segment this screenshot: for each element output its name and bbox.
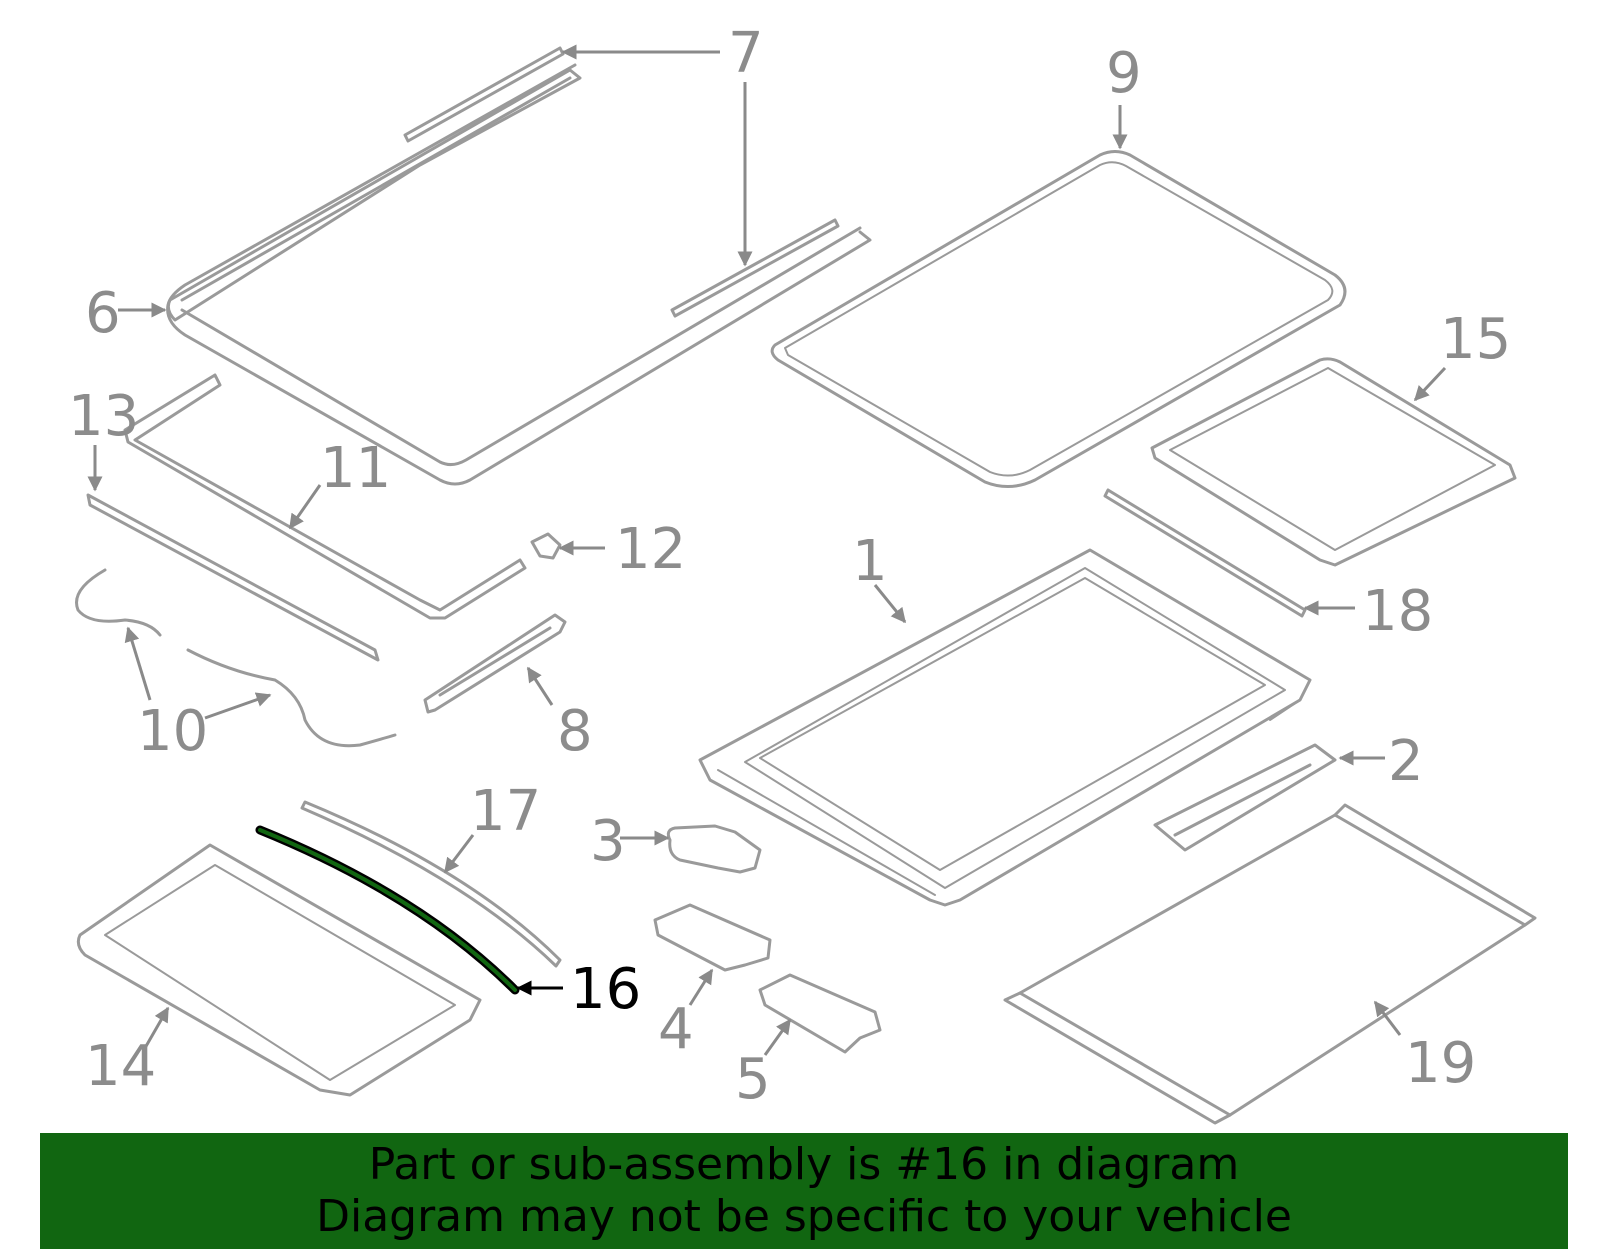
callout-17: 17 bbox=[470, 779, 541, 844]
callout-18: 18 bbox=[1362, 579, 1433, 644]
callout-12: 12 bbox=[615, 517, 686, 582]
part-1-frame bbox=[698, 548, 1312, 907]
part-6-glass-seal bbox=[166, 63, 872, 486]
part-5-module bbox=[758, 973, 882, 1054]
callout-16: 16 bbox=[570, 957, 641, 1022]
callout-2: 2 bbox=[1388, 729, 1424, 794]
banner-line-part: Part or sub-assembly is #16 in diagram bbox=[368, 1139, 1240, 1190]
info-banner: Part or sub-assembly is #16 in diagram D… bbox=[40, 1133, 1568, 1249]
part-8-guide bbox=[423, 613, 567, 714]
part-11-front-rail bbox=[123, 373, 527, 620]
part-9-rear-glass bbox=[770, 150, 1347, 488]
leader-lines bbox=[87, 44, 1447, 1056]
callout-1: 1 bbox=[852, 529, 888, 594]
callout-15: 15 bbox=[1440, 307, 1511, 372]
part-15-panel bbox=[1150, 357, 1517, 567]
callout-19: 19 bbox=[1405, 1031, 1476, 1096]
part-10-drain-hoses bbox=[75, 568, 397, 748]
callout-14: 14 bbox=[85, 1034, 156, 1099]
part-12-clip bbox=[530, 532, 562, 560]
callout-10: 10 bbox=[137, 699, 208, 764]
callout-7: 7 bbox=[728, 21, 764, 86]
callout-13: 13 bbox=[68, 384, 139, 449]
callout-9: 9 bbox=[1106, 41, 1142, 106]
callout-8: 8 bbox=[557, 699, 593, 764]
banner-line-disclaimer: Diagram may not be specific to your vehi… bbox=[316, 1191, 1292, 1242]
callout-4: 4 bbox=[658, 997, 694, 1062]
part-13-strip bbox=[86, 493, 380, 662]
sunroof-parts-diagram: 7 9 6 15 13 11 12 1 18 10 8 2 17 3 16 4 … bbox=[68, 21, 1537, 1125]
callout-5: 5 bbox=[735, 1047, 771, 1112]
part-18-strip bbox=[1103, 488, 1307, 618]
part-19-sunshade bbox=[1003, 803, 1537, 1125]
callout-3: 3 bbox=[590, 809, 626, 874]
part-4-module bbox=[653, 903, 772, 972]
callout-6: 6 bbox=[85, 281, 121, 346]
callout-11: 11 bbox=[320, 436, 391, 501]
part-16-seal-fill bbox=[258, 828, 517, 992]
part-14-panel bbox=[76, 843, 482, 1097]
part-17-strip bbox=[300, 800, 562, 968]
part-2-bracket bbox=[1153, 743, 1337, 852]
part-3-motor bbox=[666, 824, 762, 874]
part-7-strips bbox=[403, 46, 840, 318]
